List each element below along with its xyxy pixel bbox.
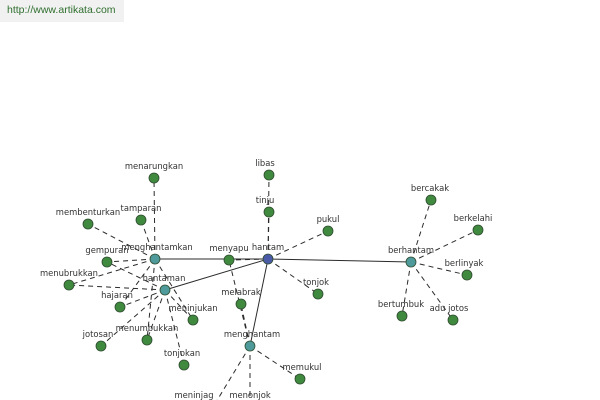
node-label-tonjok: tonjok bbox=[303, 277, 329, 287]
node-berhantam[interactable] bbox=[405, 256, 417, 268]
node-label-menghantam: menghantam bbox=[224, 329, 280, 339]
edge-berhantam-berkelahi bbox=[410, 229, 479, 263]
edge-berhantam-bercakak bbox=[410, 199, 432, 263]
source-link[interactable]: http://www.artikata.com bbox=[7, 4, 116, 16]
nodes-layer: hantam menghantamkan hantaman berhantam meng… bbox=[40, 158, 492, 400]
node-berlinyak[interactable] bbox=[461, 269, 473, 281]
node-libas[interactable] bbox=[263, 169, 275, 181]
node-bercakak[interactable] bbox=[425, 194, 437, 206]
edge-berhantam-berlinyak bbox=[410, 261, 468, 276]
edge-hantaman-tonjokan bbox=[164, 289, 185, 366]
node-label-jotosan: jotosan bbox=[82, 329, 114, 339]
node-berkelahi[interactable] bbox=[472, 224, 484, 236]
node-label-menonjok: menonjok bbox=[229, 390, 271, 400]
edge-hantam-tonjok bbox=[267, 258, 319, 295]
node-melabrak[interactable] bbox=[235, 298, 247, 310]
node-hajaran[interactable] bbox=[114, 301, 126, 313]
edge-hantam-berhantam bbox=[267, 258, 412, 263]
node-label-adu_jotos: adu jotos bbox=[430, 303, 469, 313]
node-label-menumbukkan: menumbukkan bbox=[116, 323, 179, 333]
edge-hantaman-menubrukkan bbox=[68, 284, 166, 291]
edge-menghantam-melabrak bbox=[240, 303, 251, 347]
edge-berhantam-adu_jotos bbox=[410, 261, 454, 321]
node-hantaman[interactable] bbox=[159, 284, 171, 296]
edge-menghantam-meninju bbox=[216, 345, 251, 400]
node-menarungkan[interactable] bbox=[148, 172, 160, 184]
node-tinju[interactable] bbox=[263, 206, 275, 218]
node-label-tonjokan: tonjokan bbox=[164, 348, 200, 358]
node-label-berhantam: berhantam bbox=[388, 245, 434, 255]
node-label-hajaran: hajaran bbox=[101, 290, 133, 300]
node-gempuran[interactable] bbox=[101, 256, 113, 268]
node-label-bercakak: bercakak bbox=[411, 183, 449, 193]
edges-layer bbox=[68, 174, 479, 400]
node-hantam[interactable] bbox=[262, 253, 274, 265]
node-label-membenturkan: membenturkan bbox=[56, 207, 120, 217]
node-label-memukul: memukul bbox=[282, 362, 321, 372]
node-tamparan[interactable] bbox=[135, 214, 147, 226]
node-jotosan[interactable] bbox=[95, 340, 107, 352]
node-label-menubrukkan: menubrukkan bbox=[40, 268, 98, 278]
node-label-melabrak: melabrak bbox=[221, 287, 261, 297]
edge-hantam-pukul bbox=[267, 230, 329, 260]
edge-menghantamkan-hajaran bbox=[119, 258, 156, 308]
node-label-berlinyak: berlinyak bbox=[445, 258, 484, 268]
node-label-hantaman: hantaman bbox=[143, 273, 186, 283]
node-menghantam[interactable] bbox=[244, 340, 256, 352]
node-memukul[interactable] bbox=[294, 373, 306, 385]
node-label-tamparan: tamparan bbox=[121, 203, 162, 213]
edge-menghantamkan-tamparan bbox=[140, 219, 156, 260]
node-membenturkan[interactable] bbox=[82, 218, 94, 230]
node-label-meninjukan: meninjukan bbox=[168, 303, 217, 313]
node-meninjukan[interactable] bbox=[187, 314, 199, 326]
edge-menghantamkan-menumbukkan bbox=[146, 258, 156, 341]
edge-menghantamkan-menarungkan bbox=[153, 177, 156, 260]
node-label-bertumbuk: bertumbuk bbox=[378, 299, 424, 309]
edge-hantam-menyapu bbox=[228, 258, 269, 261]
node-bertumbuk[interactable] bbox=[396, 310, 408, 322]
node-label-hantam: hantam bbox=[252, 242, 284, 252]
node-menyapu[interactable] bbox=[223, 254, 235, 266]
node-label-menyapu: menyapu bbox=[209, 243, 248, 253]
source-bar: http://www.artikata.com bbox=[0, 0, 124, 22]
node-label-menghantamkan: menghantamkan bbox=[121, 242, 192, 252]
node-label-meninju: meninjag bbox=[174, 390, 213, 400]
node-menumbukkan[interactable] bbox=[141, 334, 153, 346]
edge-hantaman-meninjukan bbox=[164, 289, 194, 321]
edge-menghantam-memukul bbox=[249, 345, 301, 380]
node-label-pukul: pukul bbox=[317, 214, 340, 224]
node-adu_jotos[interactable] bbox=[447, 314, 459, 326]
edge-hantam-tinju bbox=[267, 211, 270, 260]
node-menghantamkan[interactable] bbox=[149, 253, 161, 265]
node-label-libas: libas bbox=[255, 158, 274, 168]
node-tonjokan[interactable] bbox=[178, 359, 190, 371]
edge-hantam-menghantam bbox=[249, 258, 269, 347]
edge-hantaman-hajaran bbox=[119, 289, 166, 308]
edge-menghantamkan-gempuran bbox=[106, 258, 156, 263]
edge-hantaman-gempuran bbox=[106, 261, 166, 291]
node-label-gempuran: gempuran bbox=[85, 245, 128, 255]
node-tonjok[interactable] bbox=[312, 288, 324, 300]
edge-menghantamkan-menubrukkan bbox=[68, 258, 156, 286]
edge-menghantam-menyapu bbox=[228, 259, 251, 347]
edge-hantam-hantaman bbox=[164, 258, 269, 291]
node-label-berkelahi: berkelahi bbox=[454, 213, 493, 223]
edge-berhantam-bertumbuk bbox=[401, 261, 412, 317]
node-label-tinju: tinju bbox=[256, 195, 275, 205]
node-label-menarungkan: menarungkan bbox=[125, 161, 183, 171]
node-pukul[interactable] bbox=[322, 225, 334, 237]
edge-menghantamkan-membenturkan bbox=[87, 223, 156, 260]
edge-menghantamkan-meninjukan bbox=[154, 258, 194, 321]
node-menubrukkan[interactable] bbox=[63, 279, 75, 291]
